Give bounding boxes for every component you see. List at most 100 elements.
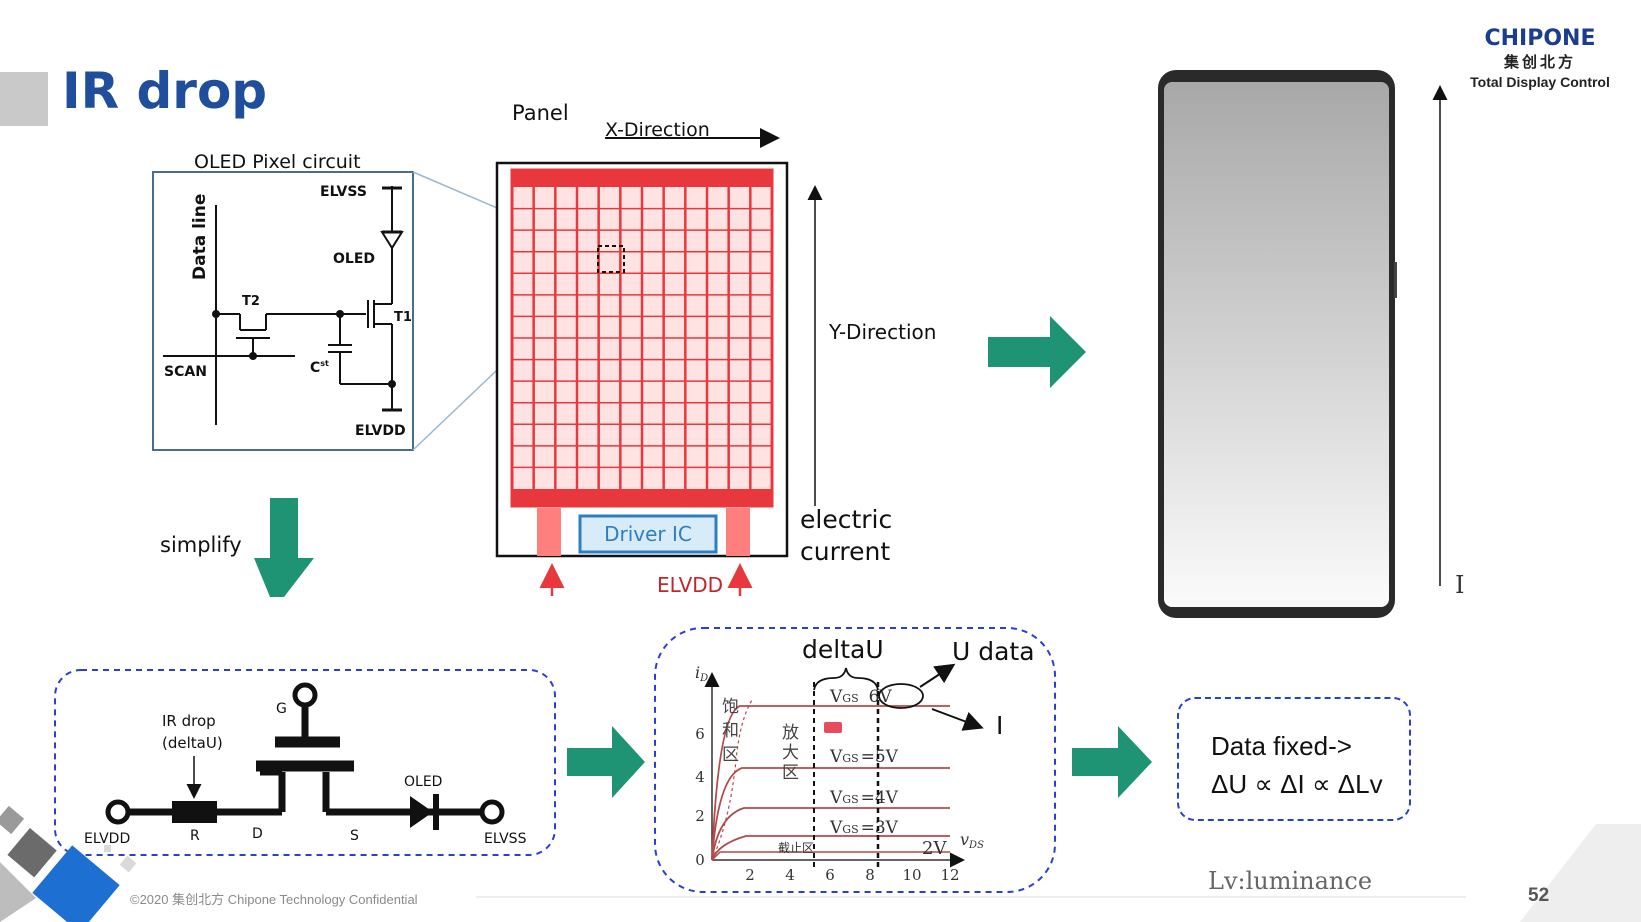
iv-curve	[711, 835, 950, 861]
pixel-circuit-frame	[152, 171, 414, 451]
gate-terminal	[292, 682, 318, 708]
logo-brand-cn: 集创北方	[1503, 54, 1576, 71]
elvdd-label: ELVDD	[355, 423, 406, 439]
electric-current-label-1: electric	[800, 505, 892, 534]
delta-u-brace	[813, 667, 879, 691]
u-data-label: U data	[952, 637, 1035, 666]
luminance-caption: Lv:luminance	[1208, 867, 1373, 895]
amplify-region-char: 放	[782, 723, 799, 743]
phone-illustration: I	[1158, 70, 1464, 618]
elvdd-lead-right	[726, 508, 750, 556]
driver-ic-label: Driver IC	[604, 522, 692, 546]
iv-y-tick-label: 6	[695, 725, 705, 743]
elvss-terminal	[479, 799, 505, 825]
elvdd-lead-left	[537, 508, 561, 556]
top-power-bus	[512, 170, 772, 187]
t2-label: T2	[242, 294, 260, 309]
t1-label: T1	[394, 310, 412, 325]
oled-diode-icon	[410, 796, 433, 828]
iv-y-tick-label: 2	[695, 807, 705, 825]
logo-tagline: Total Display Control	[1470, 74, 1610, 90]
saturation-region-char: 和	[722, 721, 739, 741]
iv-curves	[711, 699, 950, 861]
iv-x-tick-label: 12	[940, 866, 959, 884]
corner-decoration	[0, 805, 137, 922]
gate-label: G	[276, 701, 287, 717]
ir-drop-label: IR drop	[162, 712, 216, 730]
elvdd-terminal	[105, 799, 131, 825]
amplify-region-char: 大	[782, 743, 799, 763]
arrow-right-icon	[567, 726, 645, 798]
x-direction-label: X-Direction	[605, 119, 710, 141]
phone-screen	[1164, 82, 1389, 607]
iv-diagram-frame	[654, 627, 1056, 893]
panel-label: Panel	[512, 101, 569, 125]
saturation-boundary	[711, 699, 753, 861]
iv-x-tick-label: 8	[865, 866, 875, 884]
arrow-down-icon	[254, 498, 314, 597]
marker-badge-icon	[824, 722, 842, 733]
y-direction-label: Y-Direction	[828, 320, 936, 344]
source-label: S	[350, 828, 359, 844]
logo-brand: CHIPONE	[1484, 26, 1596, 51]
bottom-power-bus	[512, 489, 772, 506]
drain-label: D	[252, 826, 263, 842]
page-number: 52	[1528, 885, 1550, 906]
arrow-right-icon	[1072, 726, 1152, 798]
iv-curve	[711, 851, 950, 861]
iv-x-tick-label: 4	[785, 866, 795, 884]
capacitor-label: Cst	[310, 359, 329, 376]
panel-diagram: Panel X-Direction Driver IC ELVDD Y-Dire…	[495, 101, 936, 597]
pixel-circuit-title: OLED Pixel circuit	[194, 151, 361, 173]
arrow-right-icon	[988, 316, 1086, 388]
simplify-label: simplify	[160, 533, 242, 557]
saturation-region-label: 饱和区	[722, 697, 739, 765]
chipone-logo: CHIPONE 集创北方 Total Display Control	[1470, 26, 1610, 90]
driver-ic-box	[578, 514, 718, 554]
vgs-label: VGS=4V	[829, 788, 899, 808]
oled-label: OLED	[404, 774, 442, 790]
current-i-label: I	[996, 711, 1003, 740]
pixel-grid-lines	[512, 187, 772, 489]
pixel-circuit: OLED Pixel circuit Data line SCAN T2 Cst…	[152, 151, 414, 451]
iv-y-tick-label: 0	[695, 851, 705, 869]
data-fixed-line-2: ΔU ∝ ΔI ∝ ΔLv	[1211, 769, 1383, 799]
data-fixed-line-1: Data fixed->	[1211, 731, 1352, 761]
electric-current-label-2: current	[800, 537, 890, 566]
corner-decoration	[1520, 824, 1641, 922]
resistor-r	[172, 801, 217, 823]
vgs-label: VGS=5V	[829, 747, 899, 767]
saturation-region-char: 区	[722, 745, 739, 765]
footer-text: ©2020 集创北方 Chipone Technology Confidenti…	[130, 892, 418, 907]
simplified-circuit-frame	[54, 669, 556, 856]
cutoff-region-label: 截止区	[778, 841, 814, 855]
selected-pixel-cell	[597, 245, 625, 273]
data-fixed-box: Data fixed-> ΔU ∝ ΔI ∝ ΔLv	[1177, 697, 1411, 821]
iv-curve	[711, 705, 950, 861]
slide-title: IR drop	[62, 62, 268, 120]
iv-x-tick-label: 2	[745, 866, 755, 884]
panel-elvdd-label: ELVDD	[657, 573, 723, 597]
u-data-arrow	[919, 663, 956, 688]
scan-label: SCAN	[164, 364, 207, 380]
elvss-label: ELVSS	[320, 184, 367, 200]
iv-x-ticks: 2 4 6 8 10 12	[745, 866, 959, 884]
simplified-circuit: IR drop (deltaU) G OLED ELVDD R D S ELVS…	[54, 669, 556, 856]
iv-x-tick-label: 6	[825, 866, 835, 884]
u-data-ellipse	[878, 683, 924, 709]
delta-u-label: deltaU	[802, 635, 884, 664]
elvdd-label: ELVDD	[84, 831, 130, 847]
current-i-arrow	[931, 708, 984, 731]
amplify-region-label: 放大区	[782, 723, 799, 783]
saturation-region-char: 饱	[722, 697, 739, 717]
iv-curve	[711, 767, 950, 861]
vgs-label: VGS=3V	[829, 818, 899, 838]
iv-x-tick-label: 10	[902, 866, 921, 884]
iv-x-axis-label: vDS	[960, 830, 984, 851]
oled-label: OLED	[333, 251, 375, 267]
